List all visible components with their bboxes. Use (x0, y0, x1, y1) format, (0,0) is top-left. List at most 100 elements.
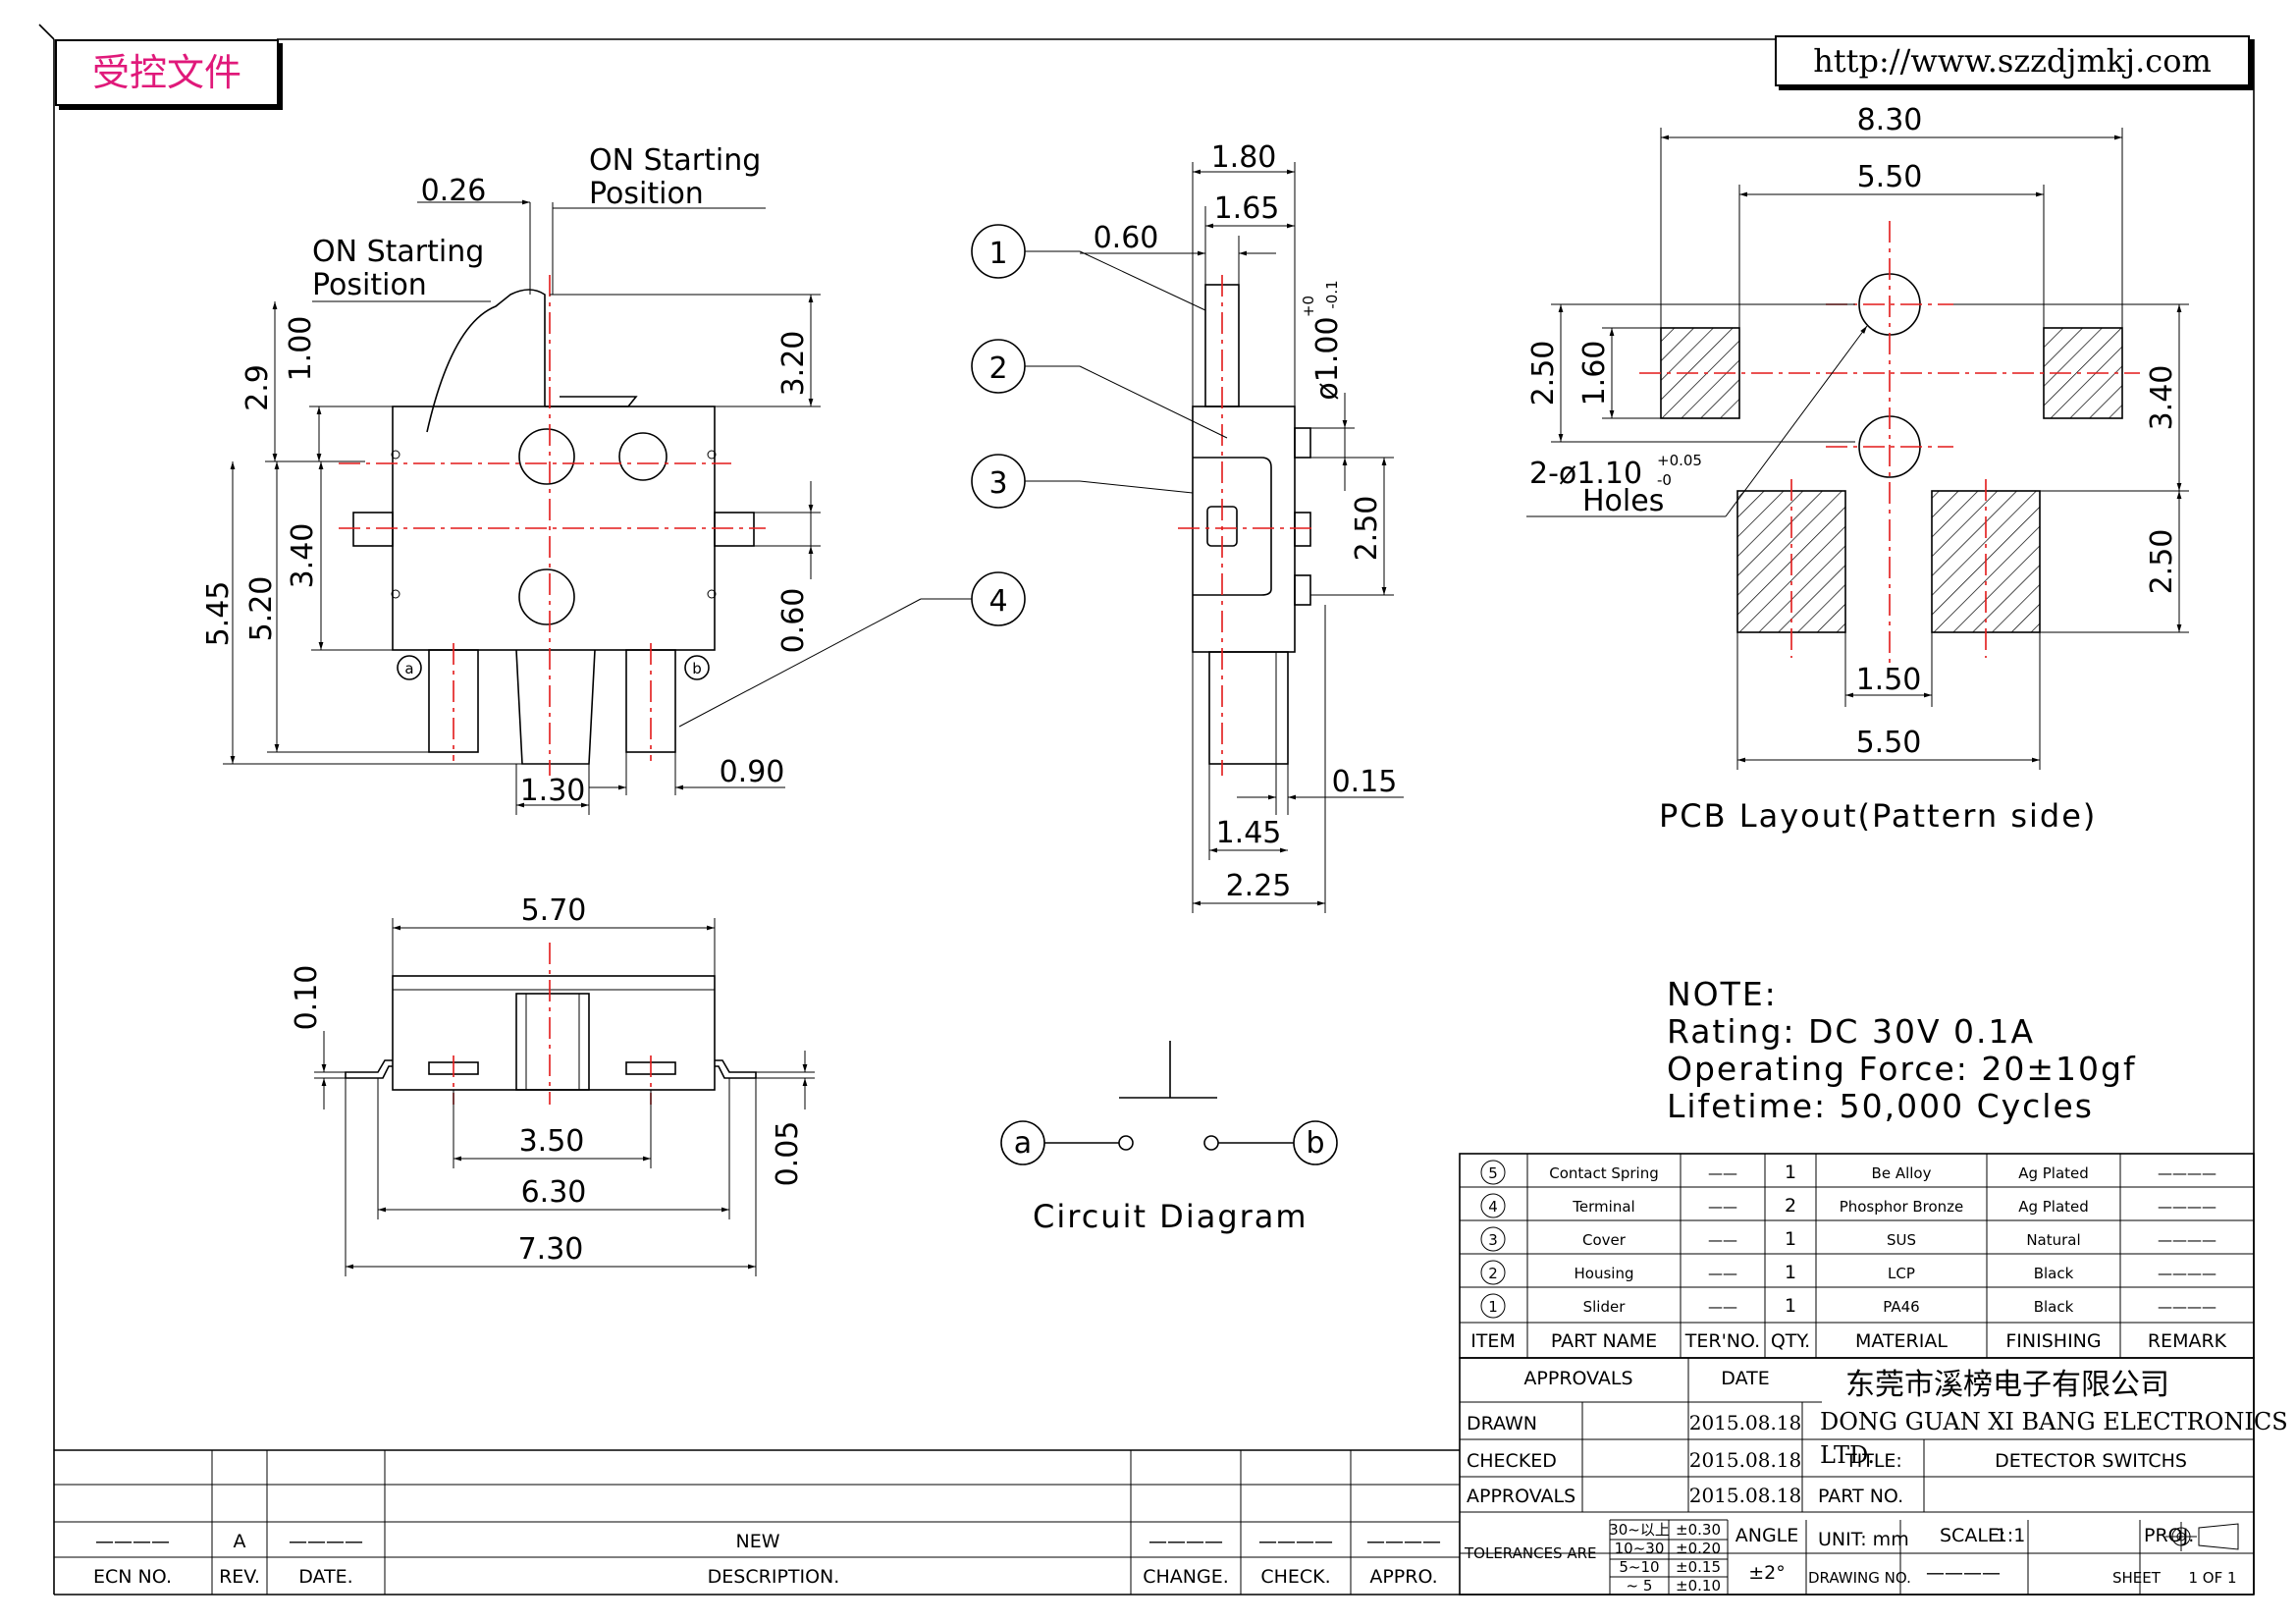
bom-cell-material: SUS (1887, 1231, 1916, 1249)
svg-text:4: 4 (988, 584, 1007, 619)
svg-text:TER'NO.: TER'NO. (1684, 1330, 1760, 1352)
svg-text:1.30: 1.30 (520, 774, 586, 808)
bom-cell-finishing: Natural (2026, 1231, 2080, 1249)
title-block: APPROVALS DATE 东莞市溪榜电子有限公司 DONG GUAN XI … (1459, 1357, 2296, 1596)
svg-text:2015.08.18: 2015.08.18 (1689, 1411, 1802, 1434)
svg-text:APPRO.: APPRO. (1369, 1566, 1437, 1588)
bom-item-balloon (1480, 1193, 1506, 1218)
tolerance-range: 30~以上 (1609, 1521, 1670, 1539)
svg-text:————: ———— (1926, 1562, 2001, 1584)
svg-text:A: A (234, 1531, 246, 1552)
bom-cell-material: Phosphor Bronze (1840, 1198, 1964, 1216)
bom-cell-ter: —— (1708, 1198, 1737, 1216)
bom-item-number: 4 (1488, 1198, 1498, 1216)
svg-text:6.30: 6.30 (521, 1175, 587, 1210)
svg-text:7.30: 7.30 (518, 1232, 584, 1267)
tolerance-range: 5~10 (1619, 1558, 1659, 1576)
bottom-view: 5.70 0.10 3.50 6.30 7.30 0.05 (290, 893, 815, 1276)
company-name-cn: 东莞市溪榜电子有限公司 (1845, 1368, 2169, 1402)
bom-cell-qty: 1 (1785, 1228, 1796, 1250)
svg-text:Holes: Holes (1582, 484, 1664, 518)
svg-text:————: ———— (1148, 1531, 1223, 1552)
bom-cell-material: LCP (1888, 1265, 1915, 1282)
svg-text:-0.1: -0.1 (1323, 280, 1341, 308)
controlled-document-stamp: 受控文件 (55, 39, 279, 106)
svg-text:1:1: 1:1 (1996, 1525, 2026, 1546)
svg-text:b: b (1306, 1126, 1324, 1161)
svg-text:2: 2 (988, 352, 1007, 386)
svg-text:1.60: 1.60 (1577, 341, 1612, 406)
tolerance-value: ±0.20 (1676, 1540, 1721, 1557)
svg-text:REMARK: REMARK (2148, 1330, 2227, 1352)
bom-cell-material: PA46 (1883, 1298, 1919, 1316)
svg-text:b: b (692, 660, 702, 677)
svg-text:TOLERANCES ARE: TOLERANCES ARE (1464, 1544, 1597, 1562)
svg-text:a: a (404, 660, 413, 677)
svg-text:5.45: 5.45 (201, 581, 236, 647)
svg-text:Operating Force: 20±10gf: Operating Force: 20±10gf (1667, 1050, 2137, 1088)
bom-cell-finishing: Black (2034, 1298, 2074, 1316)
svg-text:Position: Position (589, 177, 704, 211)
svg-text:TITLE:: TITLE: (1844, 1450, 1902, 1472)
bom-item-number: 3 (1488, 1231, 1498, 1249)
svg-text:SHEET: SHEET (2112, 1569, 2162, 1587)
svg-text:1.45: 1.45 (1216, 816, 1282, 850)
bom-item-balloon (1480, 1226, 1506, 1252)
front-hole-lower (518, 568, 575, 625)
svg-text:QTY.: QTY. (1771, 1330, 1810, 1352)
company-url[interactable]: http://www.szzdjmkj.com (1775, 35, 2250, 86)
bom-cell-ter: —— (1708, 1298, 1737, 1316)
svg-text:1.80: 1.80 (1211, 140, 1277, 175)
bom-cell-name: Contact Spring (1549, 1164, 1659, 1182)
bom-cell-qty: 1 (1785, 1262, 1796, 1283)
svg-text:ON Starting: ON Starting (312, 235, 484, 269)
svg-text:Lifetime: 50,000 Cycles: Lifetime: 50,000 Cycles (1667, 1087, 2094, 1125)
svg-text:2015.08.18: 2015.08.18 (1689, 1484, 1802, 1507)
bom-cell-remark: ———— (2158, 1298, 2216, 1316)
svg-text:ITEM: ITEM (1470, 1330, 1516, 1352)
svg-text:5.20: 5.20 (244, 576, 279, 642)
svg-text:DRAWING NO.: DRAWING NO. (1808, 1569, 1911, 1587)
svg-text:1.65: 1.65 (1214, 191, 1280, 226)
bom-cell-finishing: Black (2034, 1265, 2074, 1282)
svg-text:DATE.: DATE. (298, 1566, 352, 1588)
company-name-en: DONG GUAN XI BANG ELECTRONICS CO., (1820, 1408, 2296, 1435)
tolerance-range: 10~30 (1615, 1540, 1665, 1557)
terminal-b-marker (684, 655, 710, 680)
svg-text:ø1.00: ø1.00 (1310, 316, 1345, 400)
drawing-title: DETECTOR SWITCHS (1995, 1450, 2187, 1472)
tolerance-value: ±0.10 (1676, 1577, 1721, 1595)
terminal-middle (515, 649, 596, 765)
svg-text:0.60: 0.60 (776, 588, 811, 654)
front-hole-right (618, 432, 667, 481)
bom-cell-ter: —— (1708, 1231, 1737, 1249)
svg-text:REV.: REV. (219, 1566, 260, 1588)
svg-text:MATERIAL: MATERIAL (1855, 1330, 1948, 1352)
svg-text:0.60: 0.60 (1094, 221, 1159, 255)
circuit-diagram: a b Circuit Diagram (1000, 1041, 1338, 1235)
svg-text:————: ———— (289, 1531, 363, 1552)
svg-text:Position: Position (312, 268, 427, 302)
front-hole-upper (518, 428, 575, 485)
svg-text:3.40: 3.40 (2145, 365, 2179, 431)
svg-text:0.15: 0.15 (1332, 765, 1398, 799)
tolerance-value: ±0.15 (1676, 1558, 1721, 1576)
svg-text:1 OF 1: 1 OF 1 (2188, 1569, 2236, 1587)
svg-text:DRAWN: DRAWN (1467, 1413, 1537, 1434)
bom-cell-remark: ———— (2158, 1198, 2216, 1216)
bom-item-number: 1 (1488, 1298, 1498, 1316)
svg-text:FINISHING: FINISHING (2005, 1330, 2101, 1352)
svg-text:±2°: ±2° (1748, 1562, 1786, 1584)
svg-text:PART NAME: PART NAME (1551, 1330, 1657, 1352)
svg-text:a: a (1014, 1126, 1032, 1161)
svg-text:APPROVALS: APPROVALS (1523, 1368, 1632, 1389)
svg-text:CHECK.: CHECK. (1260, 1566, 1330, 1588)
svg-text:2.50: 2.50 (2145, 529, 2179, 595)
svg-text:APPROVALS: APPROVALS (1467, 1486, 1575, 1507)
bom-cell-name: Cover (1582, 1231, 1627, 1249)
bom-item-balloon (1480, 1293, 1506, 1319)
bom-cell-qty: 1 (1785, 1162, 1796, 1183)
svg-text:3.50: 3.50 (519, 1124, 585, 1159)
svg-text:1.00: 1.00 (284, 316, 318, 382)
